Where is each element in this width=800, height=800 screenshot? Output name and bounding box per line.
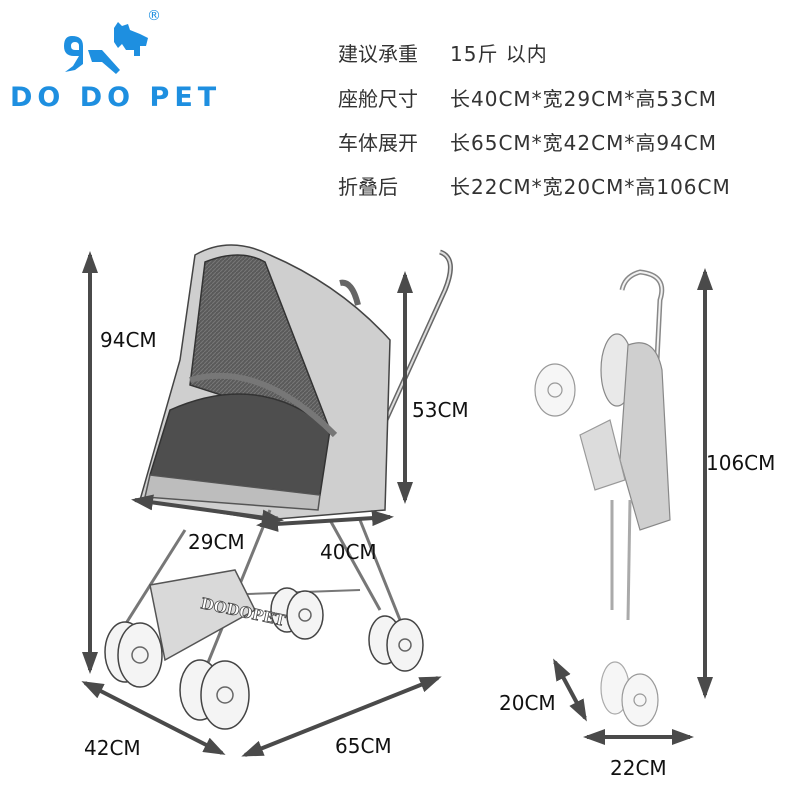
- label-seat-width: 29CM: [188, 530, 245, 554]
- spec-label: 折叠后: [338, 175, 398, 199]
- unfolded-stroller-drawing: [104, 244, 453, 730]
- spec-label: 座舱尺寸: [338, 87, 418, 111]
- brand-logo: ® DO DO PET: [10, 8, 222, 113]
- label-folded-height: 106CM: [706, 451, 776, 475]
- spec-value: 长65CM*宽42CM*高94CM: [450, 131, 718, 155]
- arrow-body-length: [241, 676, 442, 757]
- arrow-seat-length: [256, 510, 394, 532]
- spec-label: 车体展开: [338, 131, 418, 155]
- label-body-width: 42CM: [84, 736, 141, 760]
- label-body-length: 65CM: [335, 734, 392, 758]
- arrow-folded-width: [553, 658, 587, 722]
- dog-logo-icon: [64, 22, 148, 74]
- folded-stroller-drawing: [534, 269, 671, 727]
- arrow-body-width: [81, 681, 226, 755]
- label-seat-height: 53CM: [412, 398, 469, 422]
- arrow-seat-width: [131, 494, 284, 526]
- spec-value: 长40CM*宽29CM*高53CM: [450, 87, 718, 111]
- label-folded-width: 20CM: [499, 691, 556, 715]
- brand-name: DO DO PET: [10, 82, 222, 113]
- spec-value: 长22CM*宽20CM*高106CM: [450, 175, 731, 199]
- spec-label: 建议承重: [338, 42, 418, 66]
- label-total-height: 94CM: [100, 328, 157, 352]
- registered-mark: ®: [147, 8, 161, 24]
- label-folded-length: 22CM: [610, 756, 667, 780]
- spec-value: 15斤 以内: [450, 42, 548, 66]
- label-seat-length: 40CM: [320, 540, 377, 564]
